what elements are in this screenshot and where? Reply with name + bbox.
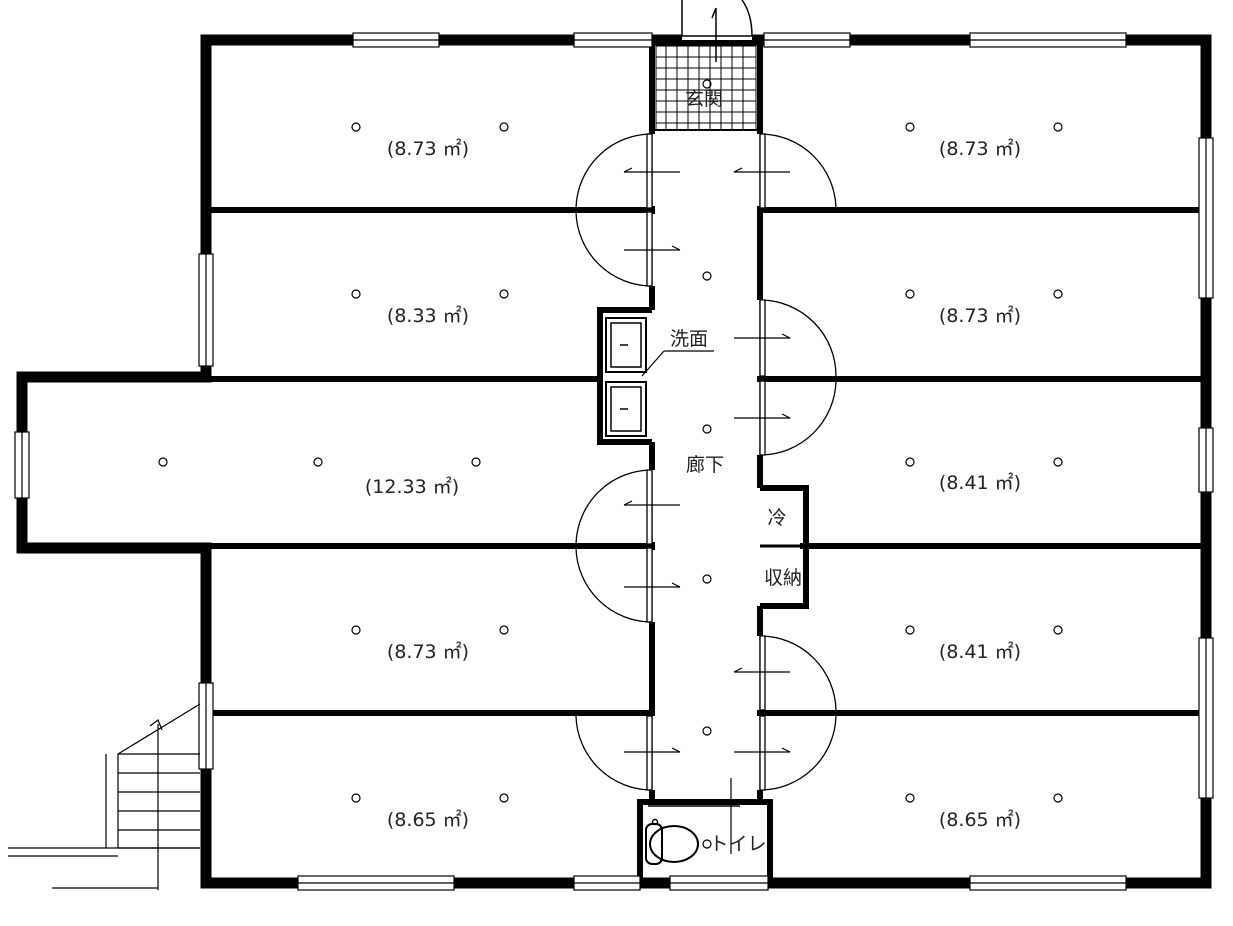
door-arrows bbox=[623, 167, 791, 753]
corridor-label: 廊下 bbox=[686, 454, 724, 476]
washroom-label: 洗面 bbox=[670, 328, 708, 350]
entrance-tiles bbox=[655, 45, 757, 131]
room-area-left-1: (8.73 ㎡) bbox=[387, 137, 469, 160]
room-area-right-4: (8.41 ㎡) bbox=[939, 640, 1021, 663]
exterior-stairs bbox=[8, 703, 201, 890]
washroom-niche bbox=[597, 307, 652, 445]
room-labels: (8.73 ㎡) (8.33 ㎡) (12.33 ㎡) (8.73 ㎡) (8.… bbox=[365, 137, 1021, 831]
fridge-label: 冷 bbox=[767, 507, 786, 529]
entrance-label: 玄関 bbox=[685, 88, 723, 110]
windows bbox=[14, 32, 1214, 891]
front-door bbox=[681, 0, 753, 62]
room-area-right-1: (8.73 ㎡) bbox=[939, 137, 1021, 160]
room-area-right-2: (8.73 ㎡) bbox=[939, 304, 1021, 327]
toilet-label: トイレ bbox=[709, 833, 766, 855]
room-area-left-4: (8.73 ㎡) bbox=[387, 640, 469, 663]
room-area-left-2: (8.33 ㎡) bbox=[387, 304, 469, 327]
room-area-right-5: (8.65 ㎡) bbox=[939, 808, 1021, 831]
room-area-left-5: (8.65 ㎡) bbox=[387, 808, 469, 831]
room-area-left-3: (12.33 ㎡) bbox=[365, 475, 459, 498]
space-labels: 玄関 洗面 廊下 冷 収納 トイレ bbox=[641, 88, 802, 855]
storage-niche bbox=[760, 485, 809, 609]
ceiling-lights bbox=[158, 79, 1063, 849]
washroom-leader-line bbox=[641, 350, 665, 377]
storage-label: 収納 bbox=[764, 567, 802, 589]
room-area-right-3: (8.41 ㎡) bbox=[939, 471, 1021, 494]
interior-walls bbox=[206, 44, 1202, 800]
toilet-room bbox=[637, 778, 773, 885]
